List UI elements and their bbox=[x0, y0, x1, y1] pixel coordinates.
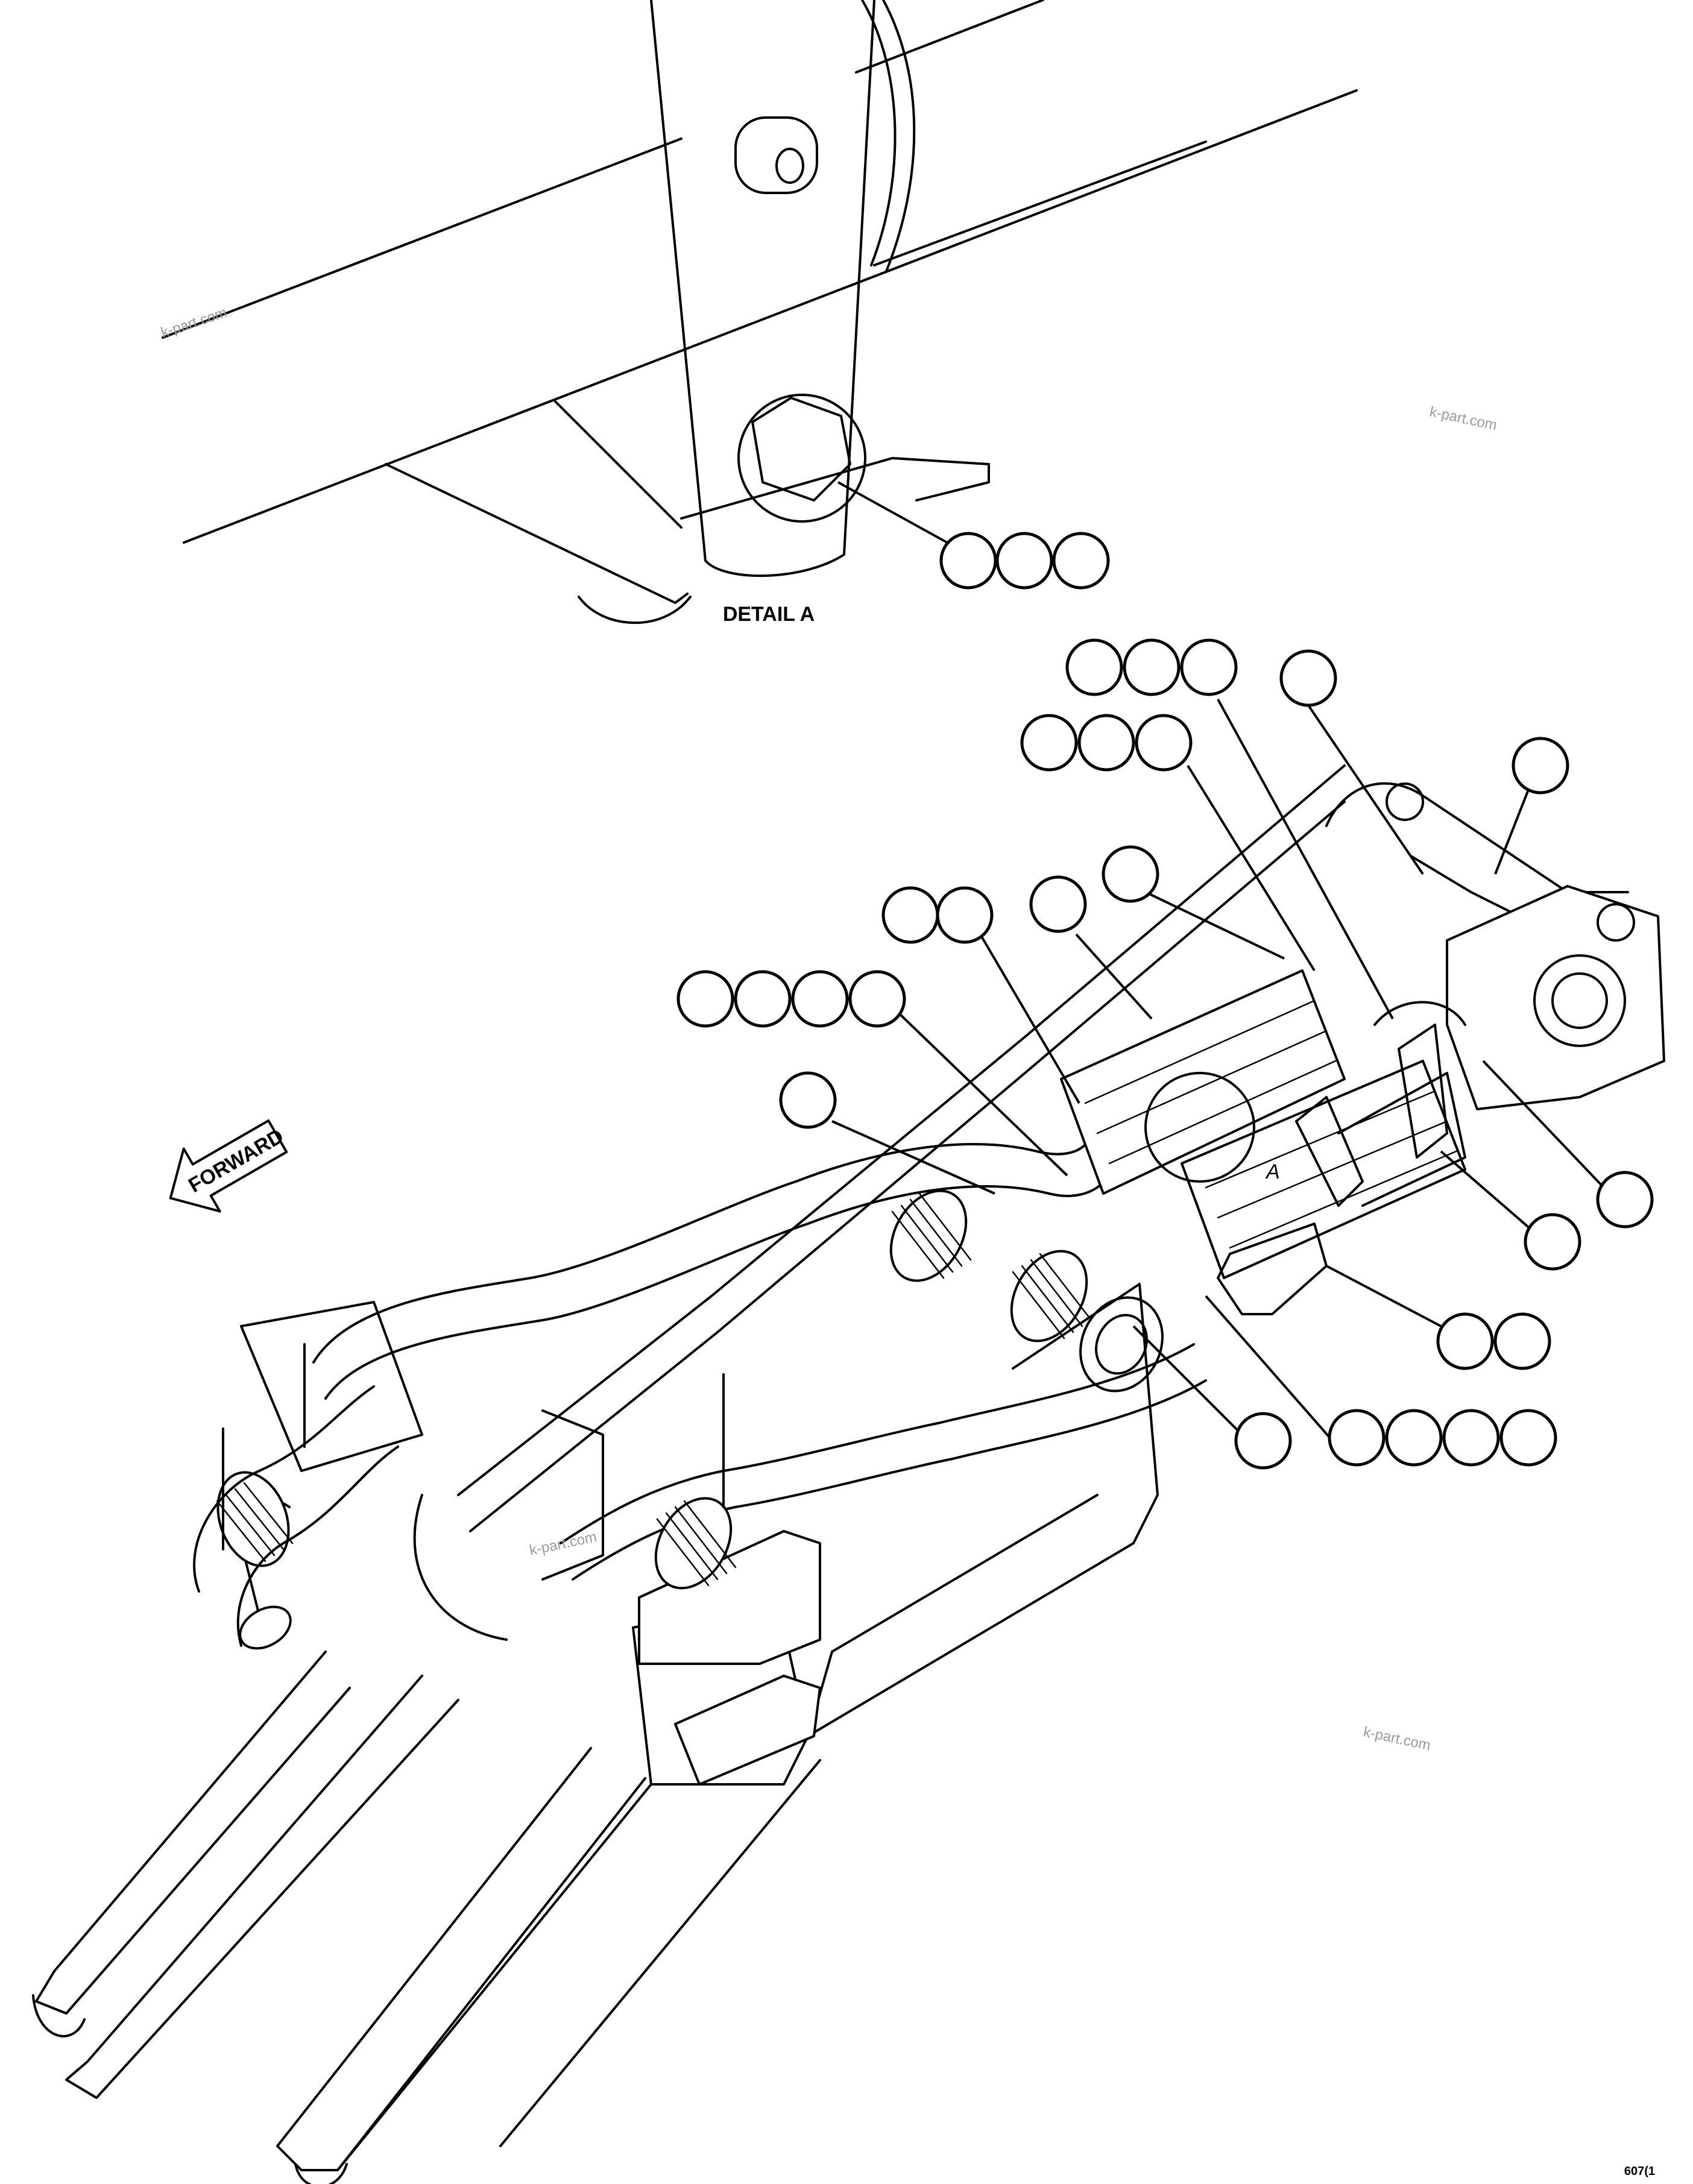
callout-balloon bbox=[1065, 638, 1123, 696]
leader-lines bbox=[831, 699, 1605, 1442]
callout-balloon bbox=[1180, 638, 1238, 696]
watermark: k-part.com bbox=[528, 1529, 598, 1559]
callout-balloon bbox=[1436, 1312, 1494, 1370]
callout-balloon bbox=[1385, 1409, 1443, 1467]
forward-arrow: FORWARD bbox=[169, 1119, 288, 1213]
watermark: k-part.com bbox=[1362, 1723, 1432, 1754]
callout-balloon bbox=[791, 970, 849, 1028]
bellows-left bbox=[216, 1471, 294, 1567]
section-a-circle bbox=[1144, 1072, 1255, 1183]
callout-balloon bbox=[1442, 1409, 1500, 1467]
callout-balloon bbox=[1512, 737, 1569, 795]
callout-balloon bbox=[1029, 875, 1087, 933]
callout-balloon bbox=[1020, 714, 1078, 772]
bellows-middle bbox=[1010, 1250, 1092, 1342]
callout-balloon bbox=[1135, 714, 1193, 772]
callout-balloon bbox=[1052, 532, 1110, 590]
callout-balloon bbox=[1123, 638, 1181, 696]
callout-balloon bbox=[1279, 649, 1337, 707]
drawing-code: 607(1 bbox=[1624, 2165, 1655, 2178]
callout-balloon bbox=[1328, 1409, 1386, 1467]
detail-a-view: DETAIL A bbox=[162, 0, 1358, 626]
callout-balloon bbox=[734, 970, 792, 1028]
bellows-lower bbox=[654, 1497, 737, 1590]
callout-balloon bbox=[676, 970, 734, 1028]
callout-balloon bbox=[1499, 1409, 1557, 1467]
callout-balloon bbox=[939, 532, 997, 590]
callout-balloon bbox=[1102, 845, 1159, 903]
callout-balloon bbox=[995, 532, 1053, 590]
callout-balloon bbox=[1234, 1412, 1292, 1470]
muffler-upper bbox=[1060, 969, 1346, 1195]
watermark: k-part.com bbox=[159, 304, 229, 341]
watermark: k-part.com bbox=[1428, 403, 1498, 433]
callout-balloon bbox=[1524, 1213, 1581, 1271]
callout-balloon bbox=[936, 886, 994, 944]
section-a-marker: A bbox=[1265, 1160, 1280, 1183]
callout-balloon bbox=[881, 886, 939, 944]
detail-a-label: DETAIL A bbox=[723, 603, 815, 626]
callout-balloon bbox=[848, 970, 906, 1028]
callout-balloons bbox=[676, 532, 1654, 1470]
muffler-lower bbox=[1181, 1060, 1466, 1279]
bellows-upper bbox=[889, 1189, 972, 1282]
callout-balloon bbox=[1077, 714, 1135, 772]
main-frame-assembly: A bbox=[32, 764, 1665, 2184]
callout-balloon bbox=[779, 1071, 837, 1129]
callout-balloon bbox=[1596, 1171, 1654, 1229]
callout-balloon bbox=[1493, 1312, 1551, 1370]
